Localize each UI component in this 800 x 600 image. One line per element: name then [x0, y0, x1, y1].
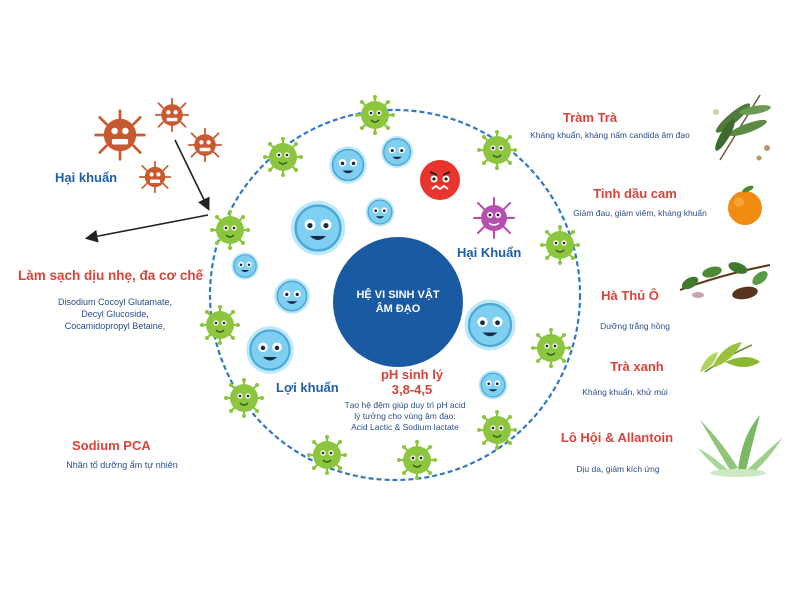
green-microbe-icon [208, 208, 252, 252]
tea-tree-branch-icon [713, 94, 771, 161]
harmful-microbe-icon [138, 160, 172, 194]
ingredient-title-tea-tree: Tràm Trà [562, 110, 618, 125]
ha-thu-o-herb-icon [679, 262, 771, 300]
ingredient-title-ha-thu-o: Hà Thủ Ô [601, 288, 659, 303]
sodium-pca-desc: Nhân tố dưỡng ẩm tự nhiên [66, 460, 178, 470]
beneficial-microbe-icon [289, 199, 347, 257]
red-harmful-microbe-icon [420, 160, 460, 200]
cleansing-ingredient-line: Decyl Glucoside, [81, 309, 149, 319]
ph-description: Tạo hệ đệm giúp duy trì pH acid lý tưởng… [325, 400, 485, 433]
beneficial-microbe-icon [230, 251, 260, 281]
arrow-to-ring [174, 139, 210, 211]
green-microbe-icon [198, 303, 242, 347]
inner-harmful-label: Hại Khuẩn [457, 245, 522, 260]
beneficial-microbe-icon [273, 277, 311, 315]
green-microbe-icon [538, 223, 582, 267]
harmful-microbe-icon [187, 127, 223, 163]
green-microbe-icon [305, 433, 349, 477]
purple-harmful-microbe-icon [473, 197, 515, 239]
arrow-to-cleansing [84, 214, 209, 243]
sodium-pca-title: Sodium PCA [72, 438, 151, 453]
green-microbe-icon [395, 438, 439, 482]
cleansing-ingredients: Disodium Cocoyl Glutamate, Decyl Glucosi… [40, 296, 190, 332]
ph-range: 3,8-4,5 [391, 382, 433, 397]
center-title-line2: ÂM ĐẠO [375, 303, 421, 315]
beneficial-microbe-icon [245, 325, 295, 375]
ingredient-title-green-tea: Trà xanh [610, 359, 664, 374]
beneficial-microbe-icon [364, 196, 396, 228]
cleansing-title: Làm sạch dịu nhẹ, đa cơ chế [18, 268, 204, 283]
ph-description-line: Tạo hệ đệm giúp duy trì pH acid [344, 400, 466, 410]
center-title-line1: HỆ VI SINH VẬT [356, 289, 440, 301]
cleansing-ingredient-line: Cocamidopropyl Betaine, [64, 321, 166, 331]
beneficial-microbe-icon [477, 369, 509, 401]
orange-fruit-icon [728, 185, 762, 225]
green-microbe-icon [353, 93, 397, 137]
beneficial-bacteria-label: Lợi khuẩn [276, 380, 339, 395]
harmful-microbe-icon [154, 97, 190, 133]
center-microbiome-circle: HỆ VI SINH VẬT ÂM ĐẠO [333, 237, 463, 367]
ph-description-line: Acid Lactic & Sodium lactate [351, 422, 459, 432]
green-microbe-icon [475, 128, 519, 172]
aloe-vera-icon [698, 415, 782, 477]
ingredient-desc-ha-thu-o: Dưỡng trắng hồng [600, 321, 670, 331]
cleansing-ingredient-line: Disodium Cocoyl Glutamate, [57, 297, 173, 307]
green-tea-leaf-icon [700, 342, 760, 373]
ingredient-desc-green-tea: Kháng khuẩn, khử mùi [582, 387, 668, 397]
harmful-bacteria-label: Hại khuẩn [55, 170, 118, 185]
ingredient-desc-tea-tree: Kháng khuẩn, kháng nấm candida âm đạo [530, 130, 690, 140]
ph-title: pH sinh lý [380, 367, 444, 382]
green-microbe-icon [261, 135, 305, 179]
ingredient-title-orange-oil: Tinh dầu cam [593, 186, 677, 201]
harmful-microbe-icon [94, 109, 146, 161]
ingredient-desc-aloe-allantoin: Dịu da, giảm kích ứng [576, 464, 660, 474]
ingredient-title-aloe-allantoin: Lô Hội & Allantoin [560, 430, 674, 445]
beneficial-microbe-icon [380, 135, 414, 169]
ph-description-line: lý tưởng cho vùng âm đạo: [354, 411, 456, 421]
ingredient-desc-orange-oil: Giảm đau, giảm viêm, kháng khuẩn [573, 208, 707, 218]
green-microbe-icon [529, 326, 573, 370]
beneficial-microbe-icon [463, 298, 517, 352]
beneficial-microbe-icon [328, 145, 368, 185]
microbiome-ring [208, 108, 582, 482]
green-microbe-icon [222, 376, 266, 420]
